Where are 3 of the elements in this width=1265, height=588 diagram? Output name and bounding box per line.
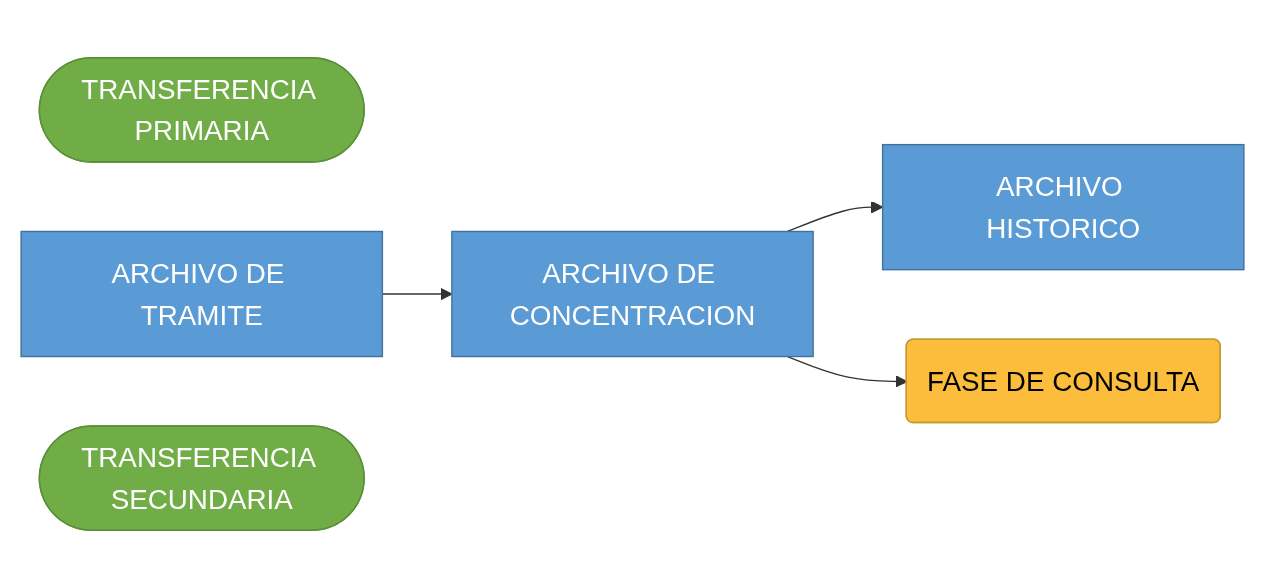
node-box: ARCHIVO HISTORICO bbox=[881, 143, 1245, 271]
node-box: ARCHIVO DE TRAMITE bbox=[20, 230, 384, 358]
node-box: ARCHIVO DE CONCENTRACION bbox=[451, 230, 814, 358]
